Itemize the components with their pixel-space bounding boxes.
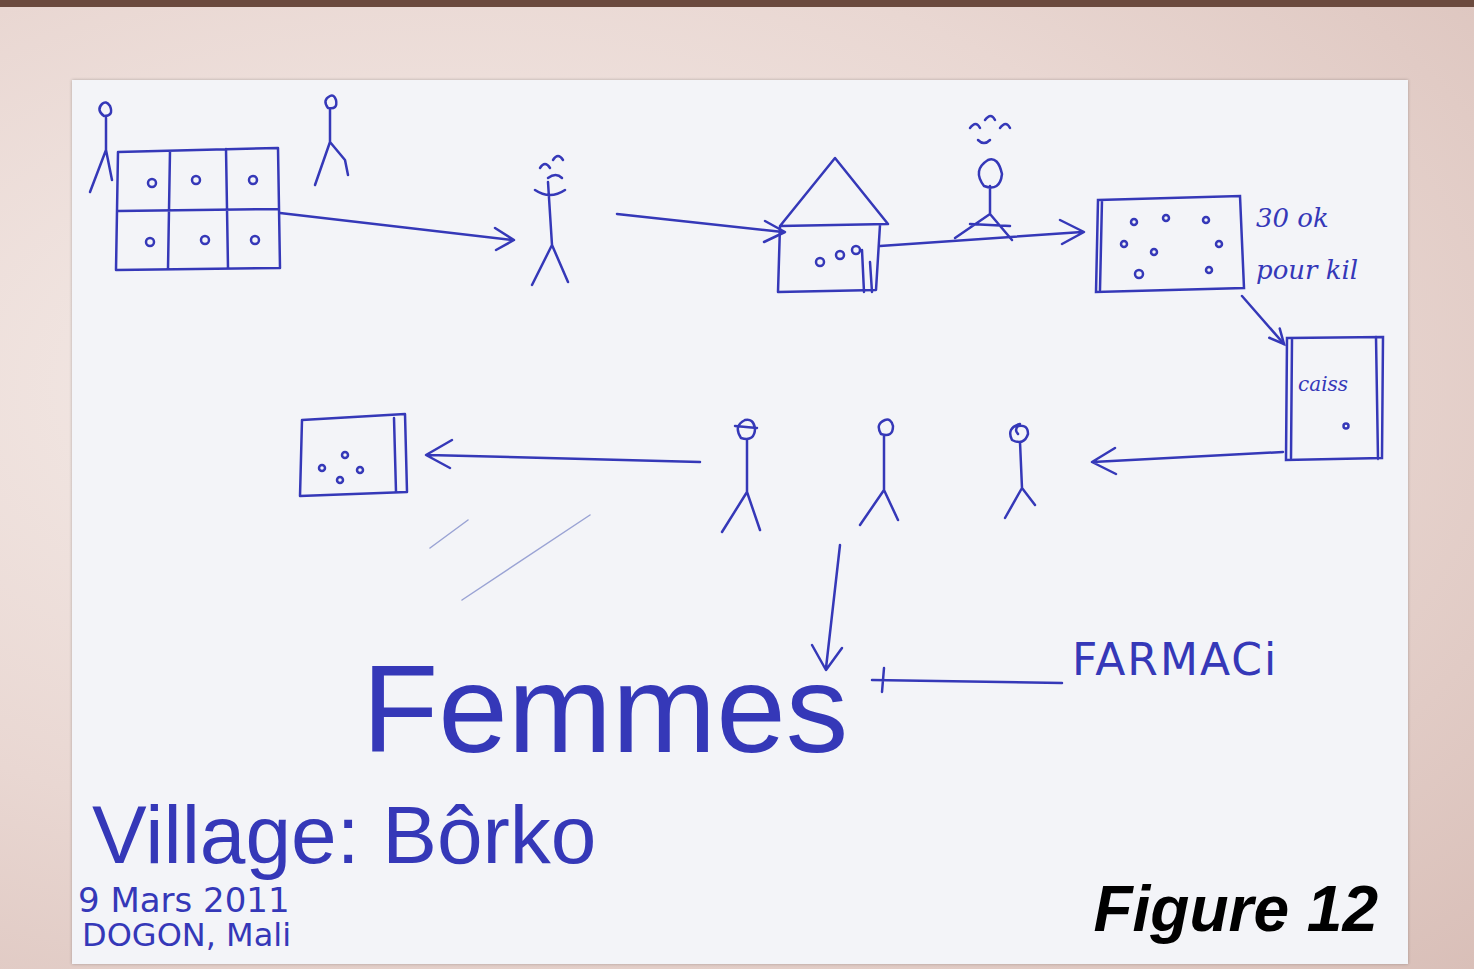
cash-box: caiss (1284, 334, 1386, 462)
pharmacy-label: FARMACi (1072, 636, 1278, 684)
place-label: DOGON, Mali (82, 918, 291, 953)
price-box: 30 ok pour kil (1094, 192, 1404, 296)
box-label: caiss (1298, 372, 1348, 396)
box-outline (1284, 334, 1386, 462)
price-note: 30 ok pour kil (1256, 192, 1396, 296)
flow-arrow (1242, 296, 1284, 344)
figure-caption: Figure 12 (1093, 872, 1378, 946)
top-band (0, 0, 1474, 7)
women-label: Femmes (362, 640, 848, 778)
box-outline (1094, 192, 1250, 296)
village-label: Village: Bôrko (92, 790, 596, 880)
date-label: 9 Mars 2011 (78, 882, 290, 919)
